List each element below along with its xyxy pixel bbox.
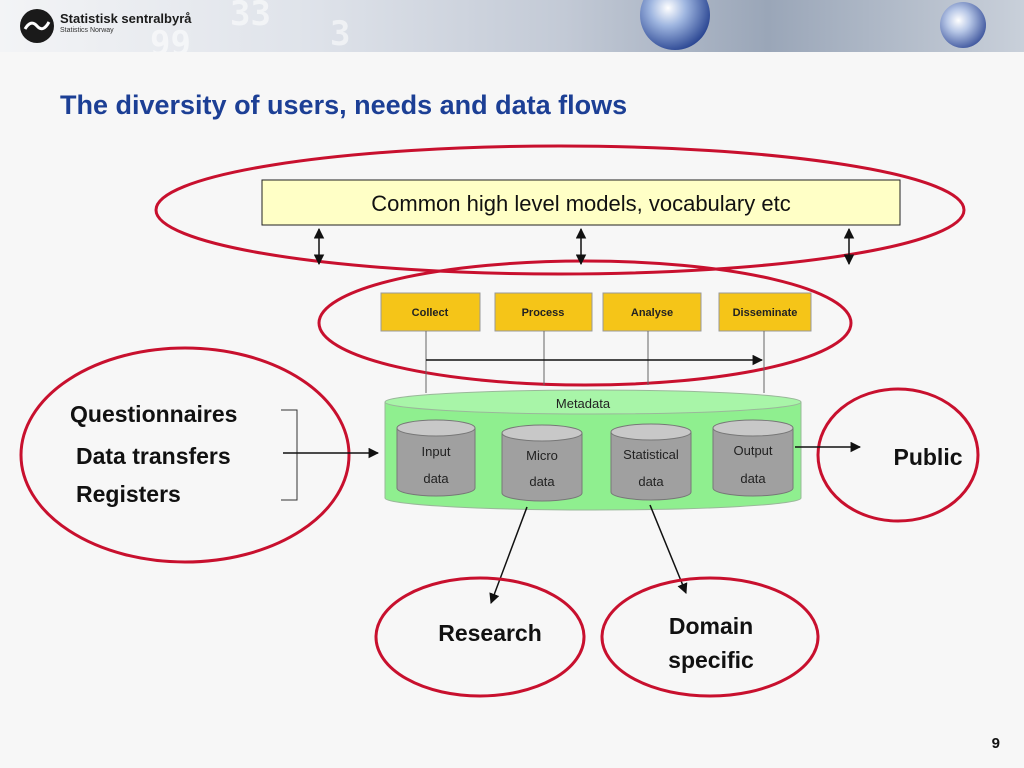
- phase-label: Disseminate: [733, 307, 798, 319]
- store-label: Statistical: [623, 447, 679, 462]
- user-public: Public: [893, 444, 962, 470]
- phase-label: Analyse: [631, 307, 673, 319]
- user-domain-line1: Domain: [669, 613, 753, 639]
- research-ellipse: [374, 576, 586, 698]
- store-output-data: Output data: [712, 419, 794, 497]
- sources-bracket: [281, 409, 298, 501]
- store-label: data: [423, 471, 449, 486]
- store-label: data: [638, 474, 664, 489]
- organization-name: Statistisk sentralbyrå Statistics Norway: [60, 11, 192, 35]
- store-input-data: Input data: [396, 419, 476, 497]
- store-micro-data: Micro data: [501, 424, 583, 502]
- domain-arrow: [649, 504, 688, 594]
- phase-collect: Collect: [380, 292, 481, 332]
- store-label: Micro: [526, 448, 558, 463]
- store-label: Input: [422, 444, 451, 459]
- metadata-label: Metadata: [556, 396, 611, 411]
- decorative-orb: [940, 2, 986, 48]
- phase-disseminate: Disseminate: [718, 292, 812, 332]
- common-models-box: [261, 179, 901, 226]
- phase-process: Process: [494, 292, 593, 332]
- user-domain-line2: specific: [668, 647, 754, 673]
- phase-analyse: Analyse: [602, 292, 702, 332]
- org-sub-text: Statistics Norway: [60, 27, 114, 34]
- common-models-ellipse: [154, 144, 966, 276]
- org-name-text: Statistisk sentralbyrå: [60, 11, 192, 26]
- page-number: 9: [992, 735, 1000, 752]
- page-title: The diversity of users, needs and data f…: [60, 90, 628, 120]
- ssb-logo-icon: [20, 9, 54, 43]
- metadata-cylinder: Metadata: [384, 389, 802, 511]
- store-label: data: [740, 471, 766, 486]
- source-registers: Registers: [76, 481, 181, 507]
- header-banner: 33 99 3 Statistisk sentralbyrå Statistic…: [0, 0, 1024, 52]
- decorative-digit: 99: [150, 24, 191, 52]
- domain-specific-ellipse: [600, 576, 820, 698]
- phase-connectors: [425, 331, 765, 393]
- sources-ellipse: [19, 346, 351, 564]
- phase-label: Process: [522, 307, 565, 319]
- decorative-digit: 33: [230, 0, 271, 34]
- store-statistical-data: Statistical data: [610, 423, 692, 501]
- user-research: Research: [438, 620, 542, 646]
- store-label: Output: [733, 443, 772, 458]
- research-arrow: [489, 506, 528, 604]
- common-models-text: Common high level models, vocabulary etc: [371, 191, 790, 216]
- source-data-transfers: Data transfers: [76, 443, 231, 469]
- public-ellipse: [816, 387, 980, 523]
- store-label: data: [529, 474, 555, 489]
- source-questionnaires: Questionnaires: [70, 401, 237, 427]
- decorative-digit: 3: [330, 14, 351, 52]
- phase-label: Collect: [412, 307, 449, 319]
